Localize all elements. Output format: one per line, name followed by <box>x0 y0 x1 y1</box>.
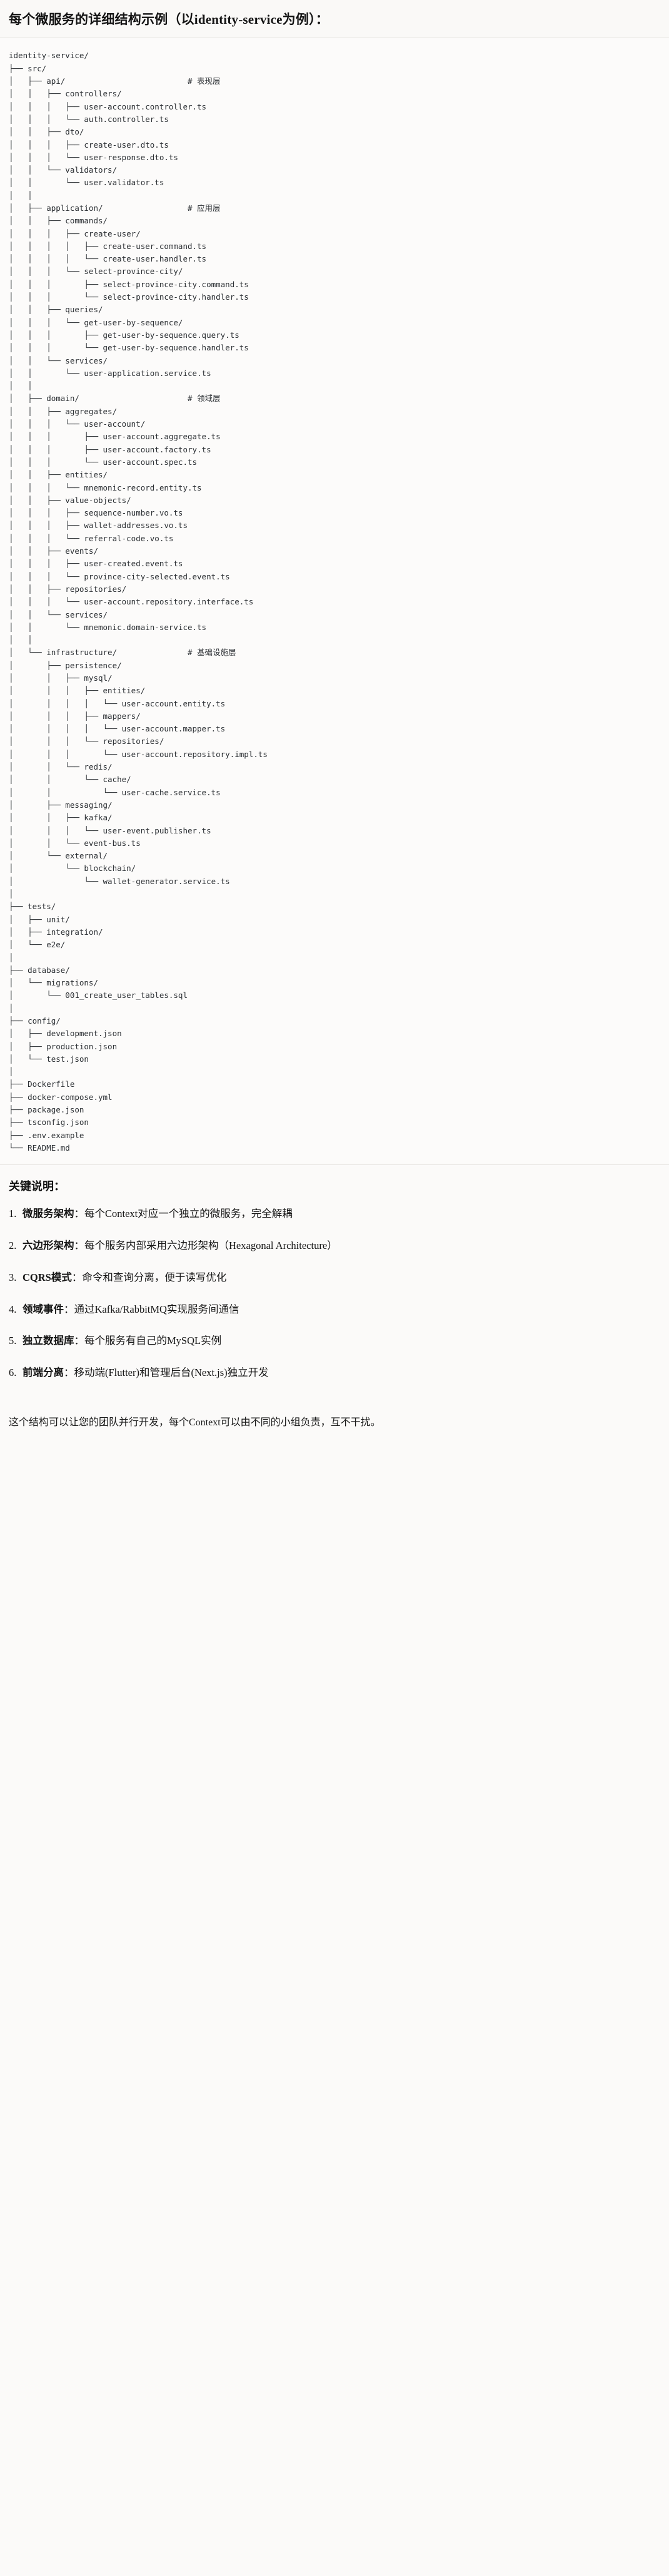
key-point-item: 3. CQRS模式：命令和查询分离，便于读写优化 <box>9 1270 660 1286</box>
key-point-separator: ： <box>74 1335 85 1347</box>
key-point-term: 领域事件 <box>23 1303 64 1315</box>
key-point-number: 3. <box>9 1271 17 1283</box>
directory-tree-block: identity-service/ ├── src/ │ ├── api/ # … <box>0 38 669 1166</box>
key-point-item: 1. 微服务架构：每个Context对应一个独立的微服务，完全解耦 <box>9 1206 660 1222</box>
closing-paragraph: 这个结构可以让您的团队并行开发，每个Context可以由不同的小组负责，互不干扰… <box>0 1414 669 1447</box>
page-title: 每个微服务的详细结构示例（以identity-service为例）： <box>0 0 669 39</box>
key-points-title: 关键说明： <box>9 1180 65 1193</box>
key-point-term: CQRS模式 <box>23 1271 72 1283</box>
key-point-description: 移动端(Flutter)和管理后台(Next.js)独立开发 <box>74 1367 269 1379</box>
key-point-term: 前端分离 <box>23 1367 64 1379</box>
key-point-number: 6. <box>9 1367 17 1379</box>
key-point-item: 4. 领域事件：通过Kafka/RabbitMQ实现服务间通信 <box>9 1302 660 1318</box>
key-points-list: 1.微服务架构：每个Context对应一个独立的微服务，完全解耦 2.六边形架构… <box>9 1206 660 1381</box>
key-point-number: 5. <box>9 1335 17 1347</box>
key-point-description: 通过Kafka/RabbitMQ实现服务间通信 <box>74 1303 239 1315</box>
key-point-description: 每个服务内部采用六边形架构（Hexagonal Architecture） <box>84 1240 338 1252</box>
key-point-separator: ： <box>71 1271 83 1283</box>
key-point-item: 2. 六边形架构：每个服务内部采用六边形架构（Hexagonal Architec… <box>9 1238 660 1254</box>
key-point-term: 微服务架构 <box>23 1208 74 1220</box>
key-point-separator: ： <box>74 1240 85 1252</box>
key-point-separator: ： <box>74 1208 85 1220</box>
key-point-item: 6. 前端分离：移动端(Flutter)和管理后台(Next.js)独立开发 <box>9 1365 660 1381</box>
key-point-item: 5. 独立数据库：每个服务有自己的MySQL实例 <box>9 1333 660 1349</box>
key-point-number: 1. <box>9 1208 17 1220</box>
key-point-description: 每个Context对应一个独立的微服务，完全解耦 <box>84 1208 293 1220</box>
key-point-separator: ： <box>64 1303 74 1315</box>
key-point-separator: ： <box>64 1367 74 1379</box>
key-point-term: 六边形架构 <box>23 1240 74 1252</box>
directory-tree: identity-service/ ├── src/ │ ├── api/ # … <box>9 51 268 1153</box>
key-points-section: 关键说明： 1.微服务架构：每个Context对应一个独立的微服务，完全解耦 2… <box>0 1165 669 1403</box>
key-point-number: 2. <box>9 1240 17 1252</box>
key-point-number: 4. <box>9 1303 17 1315</box>
key-point-term: 独立数据库 <box>23 1335 74 1347</box>
document-page: 每个微服务的详细结构示例（以identity-service为例）： ident… <box>0 0 669 1447</box>
key-point-description: 命令和查询分离，便于读写优化 <box>82 1271 227 1283</box>
key-point-description: 每个服务有自己的MySQL实例 <box>84 1335 222 1347</box>
